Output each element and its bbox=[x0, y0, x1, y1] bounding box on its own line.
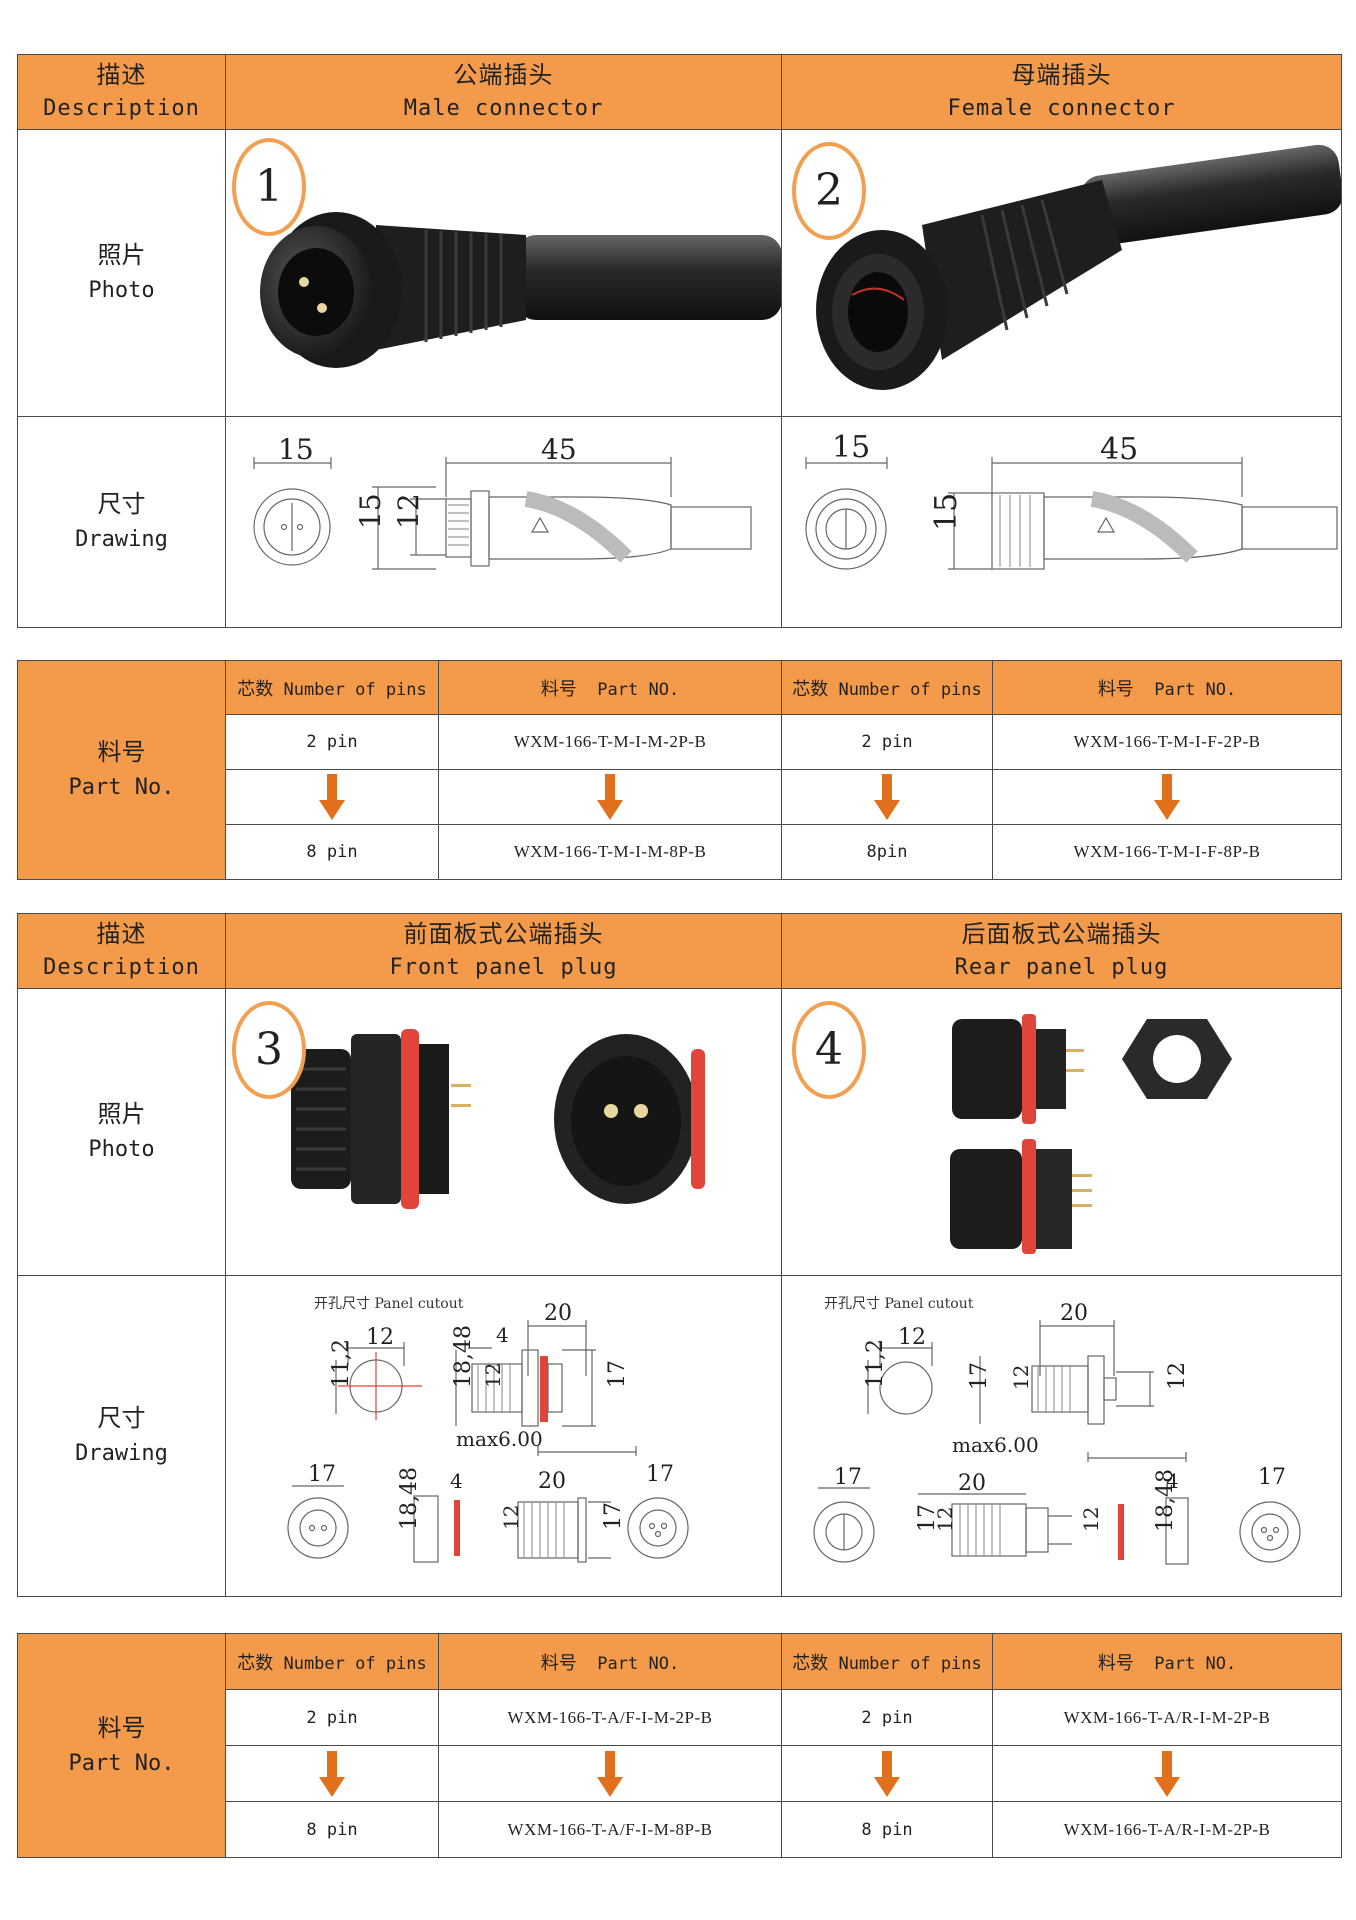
arrow-down-icon bbox=[438, 1745, 782, 1802]
svg-text:15: 15 bbox=[278, 433, 314, 466]
female-connector-drawing: 15 45 15 bbox=[781, 416, 1342, 628]
svg-text:12: 12 bbox=[1165, 1362, 1190, 1390]
arrow-down-icon bbox=[992, 1745, 1342, 1802]
svg-text:17: 17 bbox=[915, 1504, 940, 1532]
svg-text:开孔尺寸 Panel cutout: 开孔尺寸 Panel cutout bbox=[824, 1296, 974, 1312]
pin-count-cell: 8 pin bbox=[781, 1801, 993, 1858]
svg-text:17: 17 bbox=[834, 1465, 862, 1490]
svg-text:18,48: 18,48 bbox=[397, 1467, 422, 1530]
pin-count-cell: 8 pin bbox=[225, 1801, 439, 1858]
svg-text:max6.00: max6.00 bbox=[456, 1427, 543, 1451]
svg-text:12: 12 bbox=[1079, 1507, 1103, 1532]
part-number-cell: WXM-166-T-A/R-I-M-2P-B bbox=[992, 1801, 1342, 1858]
arrow-down-icon bbox=[438, 769, 782, 825]
svg-text:17: 17 bbox=[308, 1462, 336, 1487]
arrow-down-icon bbox=[992, 769, 1342, 825]
svg-text:12: 12 bbox=[366, 1325, 394, 1350]
svg-text:11,2: 11,2 bbox=[329, 1339, 354, 1388]
badge-4: 4 bbox=[792, 1001, 866, 1099]
part-header-a: 料号 Part NO. bbox=[438, 1633, 782, 1690]
svg-text:15: 15 bbox=[832, 430, 870, 465]
pin-count-cell: 2 pin bbox=[781, 714, 993, 770]
svg-text:4: 4 bbox=[450, 1469, 463, 1493]
svg-text:20: 20 bbox=[1060, 1301, 1088, 1326]
svg-text:20: 20 bbox=[538, 1469, 566, 1494]
part-number-cell: WXM-166-T-A/F-I-M-2P-B bbox=[438, 1689, 782, 1746]
arrow-down-icon bbox=[781, 1745, 993, 1802]
part-header-b: 料号 Part NO. bbox=[992, 1633, 1342, 1690]
svg-text:17: 17 bbox=[605, 1360, 630, 1388]
part-number-cell: WXM-166-T-M-I-M-8P-B bbox=[438, 824, 782, 880]
pins-header-a: 芯数 Number of pins bbox=[225, 1633, 439, 1690]
svg-text:4: 4 bbox=[1166, 1469, 1179, 1493]
svg-text:45: 45 bbox=[1100, 432, 1138, 467]
svg-text:4: 4 bbox=[496, 1323, 509, 1347]
svg-text:20: 20 bbox=[544, 1301, 572, 1326]
pin-count-cell: 2 pin bbox=[225, 714, 439, 770]
svg-text:18,48: 18,48 bbox=[1153, 1469, 1178, 1532]
svg-text:15: 15 bbox=[929, 493, 964, 531]
front-panel-plug-photo: 3 bbox=[225, 988, 782, 1276]
pin-count-cell: 8pin bbox=[781, 824, 993, 880]
front-panel-plug-drawing: 开孔尺寸 Panel cutout 12 11,2 4 20 18,48 bbox=[225, 1275, 782, 1597]
svg-text:12: 12 bbox=[481, 1363, 505, 1388]
part-header-a: 料号 Part NO. bbox=[438, 660, 782, 715]
svg-text:max6.00: max6.00 bbox=[952, 1433, 1039, 1457]
pins-header-a: 芯数 Number of pins bbox=[225, 660, 439, 715]
arrow-down-icon bbox=[225, 769, 439, 825]
part-number-cell: WXM-166-T-M-I-F-2P-B bbox=[992, 714, 1342, 770]
pins-header-b: 芯数 Number of pins bbox=[781, 1633, 993, 1690]
badge-1: 1 bbox=[232, 138, 306, 236]
svg-text:开孔尺寸 Panel cutout: 开孔尺寸 Panel cutout bbox=[314, 1296, 464, 1312]
rear-panel-plug-drawing: 开孔尺寸 Panel cutout 12 11,2 20 17 12 12 ma… bbox=[781, 1275, 1342, 1597]
svg-text:20: 20 bbox=[958, 1471, 986, 1496]
svg-text:12: 12 bbox=[933, 1507, 957, 1532]
part-number-cell: WXM-166-T-M-I-M-2P-B bbox=[438, 714, 782, 770]
part-number-cell: WXM-166-T-A/F-I-M-8P-B bbox=[438, 1801, 782, 1858]
svg-text:17: 17 bbox=[601, 1502, 626, 1530]
svg-text:12: 12 bbox=[898, 1325, 926, 1350]
pins-header-b: 芯数 Number of pins bbox=[781, 660, 993, 715]
part-number-cell: WXM-166-T-M-I-F-8P-B bbox=[992, 824, 1342, 880]
badge-2: 2 bbox=[792, 142, 866, 240]
arrow-down-icon bbox=[225, 1745, 439, 1802]
male-connector-drawing: 15 45 15 12 bbox=[225, 416, 782, 628]
svg-text:45: 45 bbox=[541, 433, 577, 466]
part-number-cell: WXM-166-T-A/R-I-M-2P-B bbox=[992, 1689, 1342, 1746]
svg-text:17: 17 bbox=[646, 1462, 674, 1487]
svg-text:17: 17 bbox=[1258, 1465, 1286, 1490]
svg-text:15: 15 bbox=[354, 493, 387, 529]
part-header-b: 料号 Part NO. bbox=[992, 660, 1342, 715]
svg-text:12: 12 bbox=[392, 493, 425, 529]
pin-count-cell: 8 pin bbox=[225, 824, 439, 880]
rear-panel-plug-photo: 4 bbox=[781, 988, 1342, 1276]
female-connector-photo: 2 bbox=[781, 129, 1342, 417]
arrow-down-icon bbox=[781, 769, 993, 825]
svg-text:17: 17 bbox=[967, 1362, 992, 1390]
svg-text:11,2: 11,2 bbox=[863, 1339, 888, 1388]
svg-text:12: 12 bbox=[1009, 1365, 1033, 1390]
svg-text:18,48: 18,48 bbox=[451, 1325, 476, 1388]
pin-count-cell: 2 pin bbox=[225, 1689, 439, 1746]
svg-text:12: 12 bbox=[499, 1505, 523, 1530]
pin-count-cell: 2 pin bbox=[781, 1689, 993, 1746]
male-connector-photo: 1 bbox=[225, 129, 782, 417]
badge-3: 3 bbox=[232, 1001, 306, 1099]
